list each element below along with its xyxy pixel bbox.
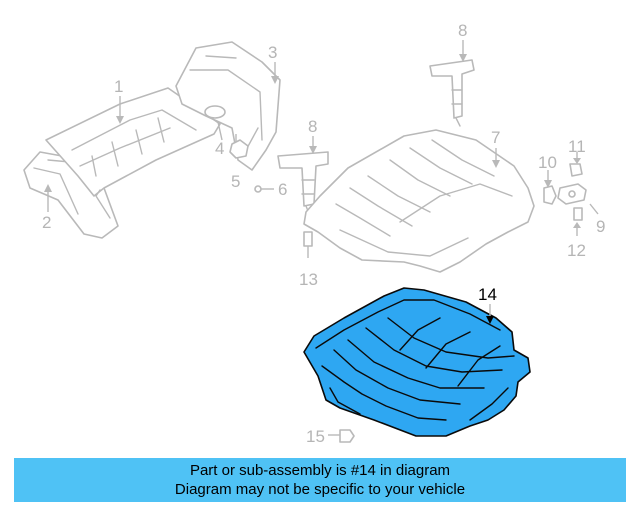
part-3-shield xyxy=(175,41,281,171)
callout-12: 12 xyxy=(567,241,586,260)
callout-8-upper: 8 xyxy=(458,21,467,40)
callout-11: 11 xyxy=(568,137,586,156)
part-14-skid-plate-highlighted xyxy=(303,287,531,437)
callout-4: 4 xyxy=(215,139,224,158)
part-6-bolt xyxy=(254,185,274,193)
part-9-clip xyxy=(557,183,587,205)
part-12-clip xyxy=(573,207,583,221)
part-8-bracket-upper xyxy=(429,59,475,127)
callout-labels: 1 2 3 4 5 6 7 8 8 9 10 11 12 13 14 15 xyxy=(42,21,605,446)
callout-3: 3 xyxy=(268,43,277,62)
part-10-clip xyxy=(543,185,557,205)
callout-8-middle: 8 xyxy=(308,117,317,136)
part-4-washer xyxy=(204,105,226,119)
part-11-clip xyxy=(569,163,583,177)
banner-line-2: Diagram may not be specific to your vehi… xyxy=(174,481,466,498)
callout-6: 6 xyxy=(278,180,287,199)
banner-line-1: Part or sub-assembly is #14 in diagram xyxy=(189,462,451,479)
part-5-nut xyxy=(229,139,249,159)
part-7-skid-plate xyxy=(303,129,535,273)
callout-2: 2 xyxy=(42,213,51,232)
part-13-bolt xyxy=(303,231,313,258)
callout-13: 13 xyxy=(299,270,318,289)
part-15-bolt xyxy=(328,429,355,443)
callout-14: 14 xyxy=(478,285,497,304)
callout-9: 9 xyxy=(596,217,605,236)
parts-diagram: 1 2 3 4 5 6 7 8 8 9 10 11 12 13 14 15 xyxy=(23,21,605,446)
info-banner: Part or sub-assembly is #14 in diagram D… xyxy=(14,458,626,502)
callout-1: 1 xyxy=(114,77,123,96)
callout-10: 10 xyxy=(538,153,557,172)
callout-5: 5 xyxy=(231,172,240,191)
callout-15: 15 xyxy=(306,427,325,446)
part-1-shield xyxy=(45,87,221,219)
leader-lines xyxy=(44,40,599,324)
callout-7: 7 xyxy=(491,128,500,147)
